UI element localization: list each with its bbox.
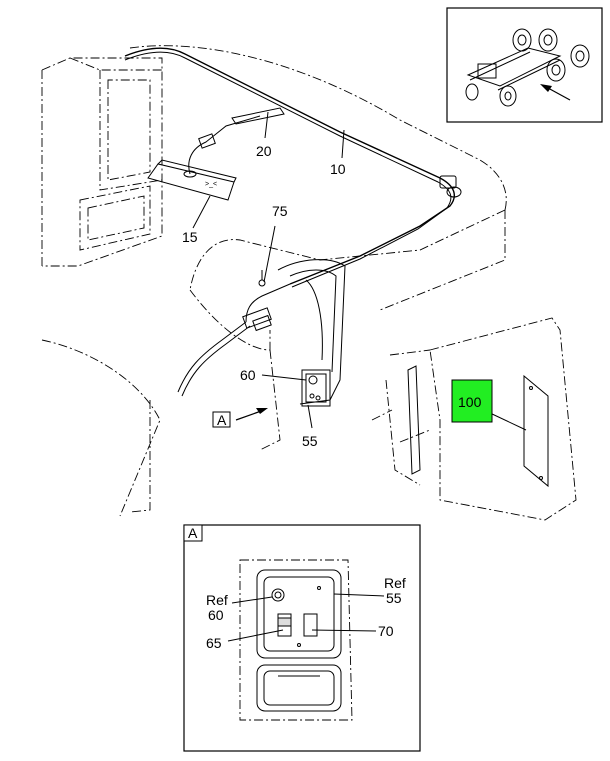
callout-view-a: A — [217, 412, 227, 428]
detail-ref-60-word: Ref — [206, 592, 228, 608]
callout-55: 55 — [302, 433, 318, 449]
callout-20: 20 — [256, 143, 272, 159]
switch-plate-55 — [301, 369, 331, 407]
detail-ref-55-word: Ref — [384, 575, 406, 591]
locator-inset — [446, 7, 603, 123]
access-cover — [407, 365, 549, 488]
callout-100[interactable]: 100 — [458, 394, 482, 410]
callout-75: 75 — [272, 203, 288, 219]
leader-lines — [192, 111, 527, 431]
detail-callout-70: 70 — [378, 623, 394, 639]
detail-ref-60-num: 60 — [208, 607, 224, 623]
switch-plate-detail — [256, 569, 342, 712]
rear-panel — [277, 259, 346, 405]
detail-leaders — [227, 593, 385, 642]
cab-outline — [41, 45, 577, 521]
detail-view-a: A Ref 60 Ref 55 65 70 — [183, 524, 421, 752]
mounting-bracket-15: >_< — [147, 107, 285, 201]
callout-100-highlight[interactable]: 100 — [451, 379, 493, 423]
location-arrow-icon — [540, 84, 571, 101]
wiring-harness — [124, 47, 462, 397]
svg-text:>_<: >_< — [205, 181, 217, 188]
view-a-pointer — [212, 408, 268, 428]
callout-labels: 10 15 20 75 60 55 A — [182, 143, 346, 449]
detail-view-title: A — [188, 525, 198, 541]
callout-15: 15 — [182, 229, 198, 245]
detail-callout-65: 65 — [206, 635, 222, 651]
callout-60: 60 — [240, 367, 256, 383]
callout-10: 10 — [330, 161, 346, 177]
truck-chassis-icon — [465, 28, 590, 107]
grommet-75 — [258, 270, 266, 287]
detail-ref-55-num: 55 — [386, 590, 402, 606]
